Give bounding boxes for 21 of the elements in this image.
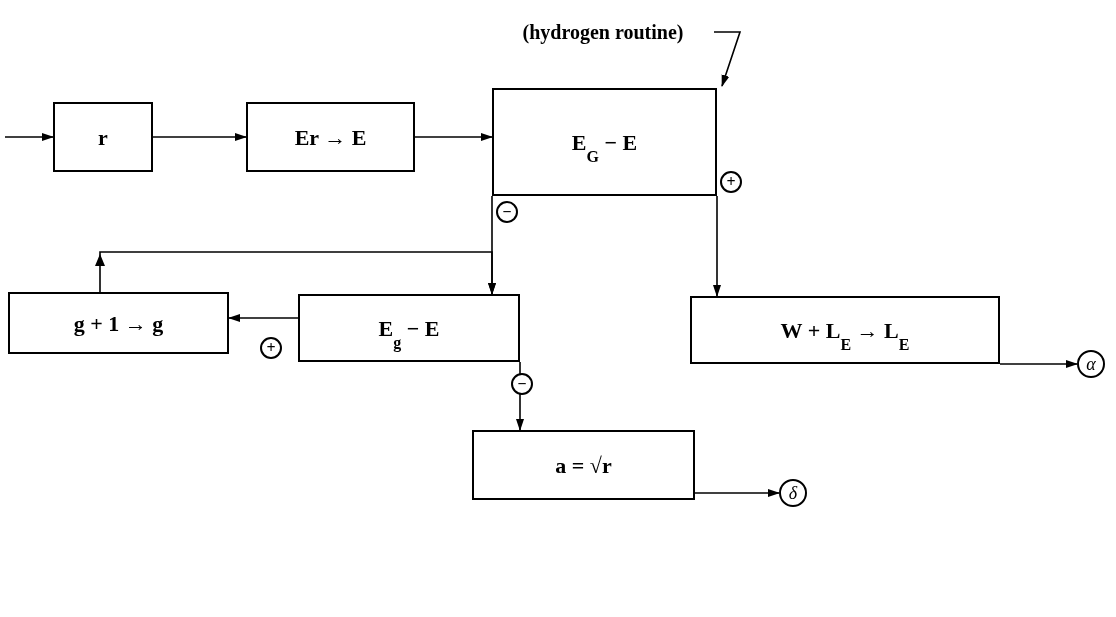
arrow — [713, 195, 721, 297]
process-box: a = √r — [472, 430, 695, 500]
edge-label: − — [511, 373, 533, 395]
process-box: g + 1 → g — [8, 292, 229, 354]
arrow — [999, 360, 1078, 368]
edge-label: − — [496, 201, 518, 223]
annotation-text: (hydrogen routine) — [492, 16, 714, 48]
arrow — [152, 133, 247, 141]
process-box: W + L$_{E}$ → L$_{E}$ — [690, 296, 1000, 364]
arrow — [694, 489, 780, 497]
edge-label: + — [260, 337, 282, 359]
arrow — [4, 133, 54, 141]
arrow — [95, 251, 496, 295]
process-box: E$_{g}$ − E — [298, 294, 520, 362]
process-box: E$_{G}$ − E — [492, 88, 717, 196]
arrow — [228, 314, 299, 322]
arrow — [414, 133, 493, 141]
edge-label: + — [720, 171, 742, 193]
process-box: Er → E — [246, 102, 415, 172]
process-box: r — [53, 102, 153, 172]
leader-line — [713, 31, 742, 87]
